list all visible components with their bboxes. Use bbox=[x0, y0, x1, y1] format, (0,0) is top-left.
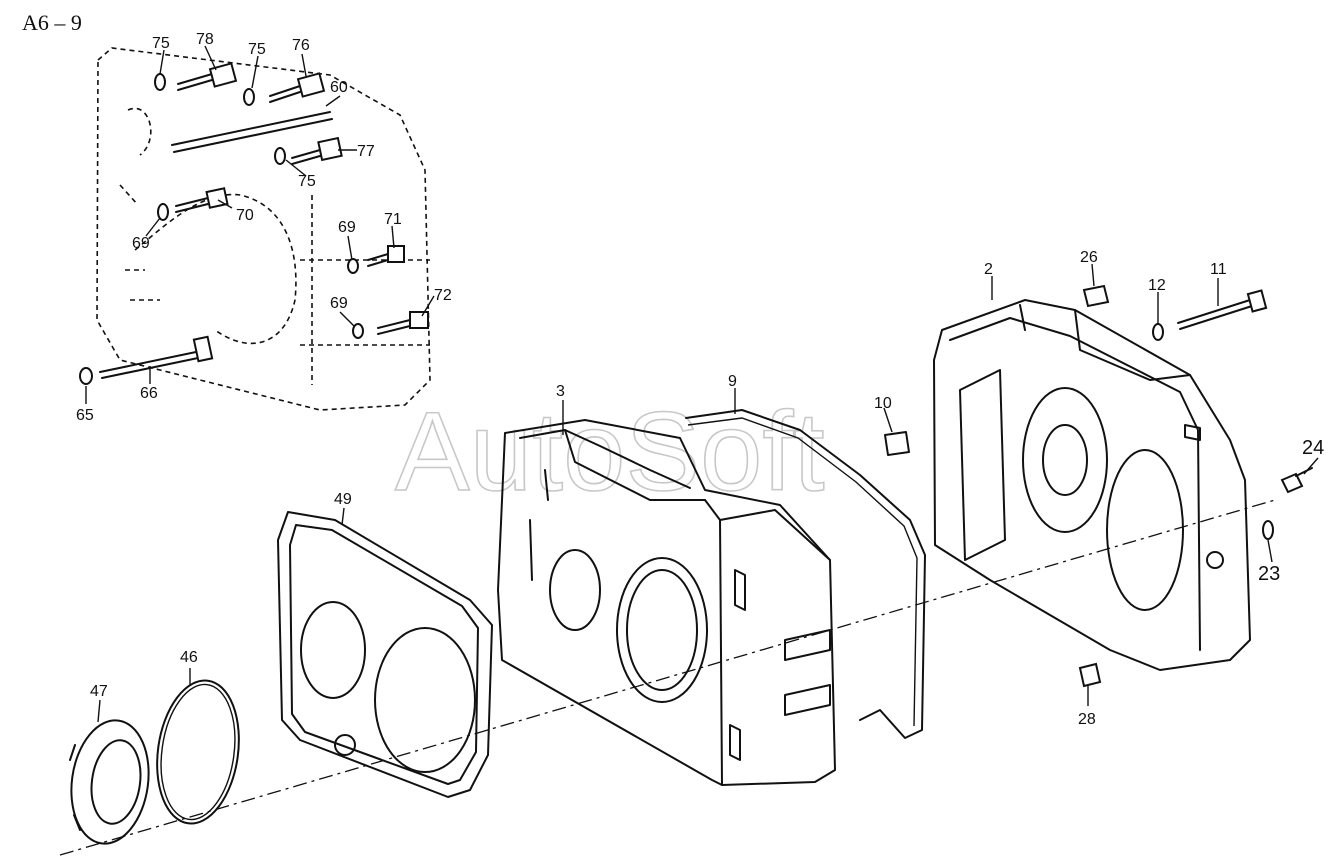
callout-23: 23 bbox=[1258, 563, 1280, 585]
rear-cover-dashed bbox=[96, 47, 431, 411]
intermediate-housing-3 bbox=[497, 419, 836, 786]
callout-9: 9 bbox=[728, 373, 737, 390]
gasket-49 bbox=[277, 511, 493, 798]
callout-69-b: 69 bbox=[338, 219, 356, 236]
callout-10: 10 bbox=[874, 395, 892, 412]
callout-69-c: 69 bbox=[330, 295, 348, 312]
callout-26: 26 bbox=[1080, 249, 1098, 266]
leader-lines bbox=[85, 45, 1319, 723]
seal-47 bbox=[69, 719, 150, 845]
callout-77: 77 bbox=[357, 143, 375, 160]
callout-2: 2 bbox=[984, 261, 993, 278]
callout-12: 12 bbox=[1148, 277, 1166, 294]
callout-72: 72 bbox=[434, 287, 452, 304]
callout-75-c: 75 bbox=[298, 173, 316, 190]
dowel-pin-10 bbox=[884, 431, 910, 456]
callout-28: 28 bbox=[1078, 711, 1096, 728]
callout-60: 60 bbox=[330, 79, 348, 96]
callout-65: 65 bbox=[76, 407, 94, 424]
callout-75-b: 75 bbox=[248, 41, 266, 58]
front-housing-2 bbox=[933, 299, 1251, 671]
o-ring-46 bbox=[156, 679, 240, 825]
front-housing-hardware bbox=[1078, 284, 1313, 688]
callout-3: 3 bbox=[556, 383, 565, 400]
callout-75-a: 75 bbox=[152, 35, 170, 52]
callout-76: 76 bbox=[292, 37, 310, 54]
callout-24: 24 bbox=[1302, 437, 1324, 459]
callout-11: 11 bbox=[1210, 261, 1227, 278]
callout-47: 47 bbox=[90, 683, 108, 700]
callout-69-a: 69 bbox=[132, 235, 150, 252]
cover-bolts bbox=[79, 62, 429, 385]
sheet-title: A6 – 9 bbox=[22, 10, 82, 35]
callout-46: 46 bbox=[180, 649, 198, 666]
callout-78: 78 bbox=[196, 31, 214, 48]
callout-49: 49 bbox=[334, 491, 352, 508]
gasket-9 bbox=[685, 409, 926, 739]
center-axis bbox=[59, 499, 1276, 856]
callout-71: 71 bbox=[384, 211, 402, 228]
callout-70: 70 bbox=[236, 207, 254, 224]
callout-66: 66 bbox=[140, 385, 158, 402]
callout-labels: 75 78 75 76 60 77 75 70 69 69 71 69 72 6… bbox=[76, 31, 1324, 728]
